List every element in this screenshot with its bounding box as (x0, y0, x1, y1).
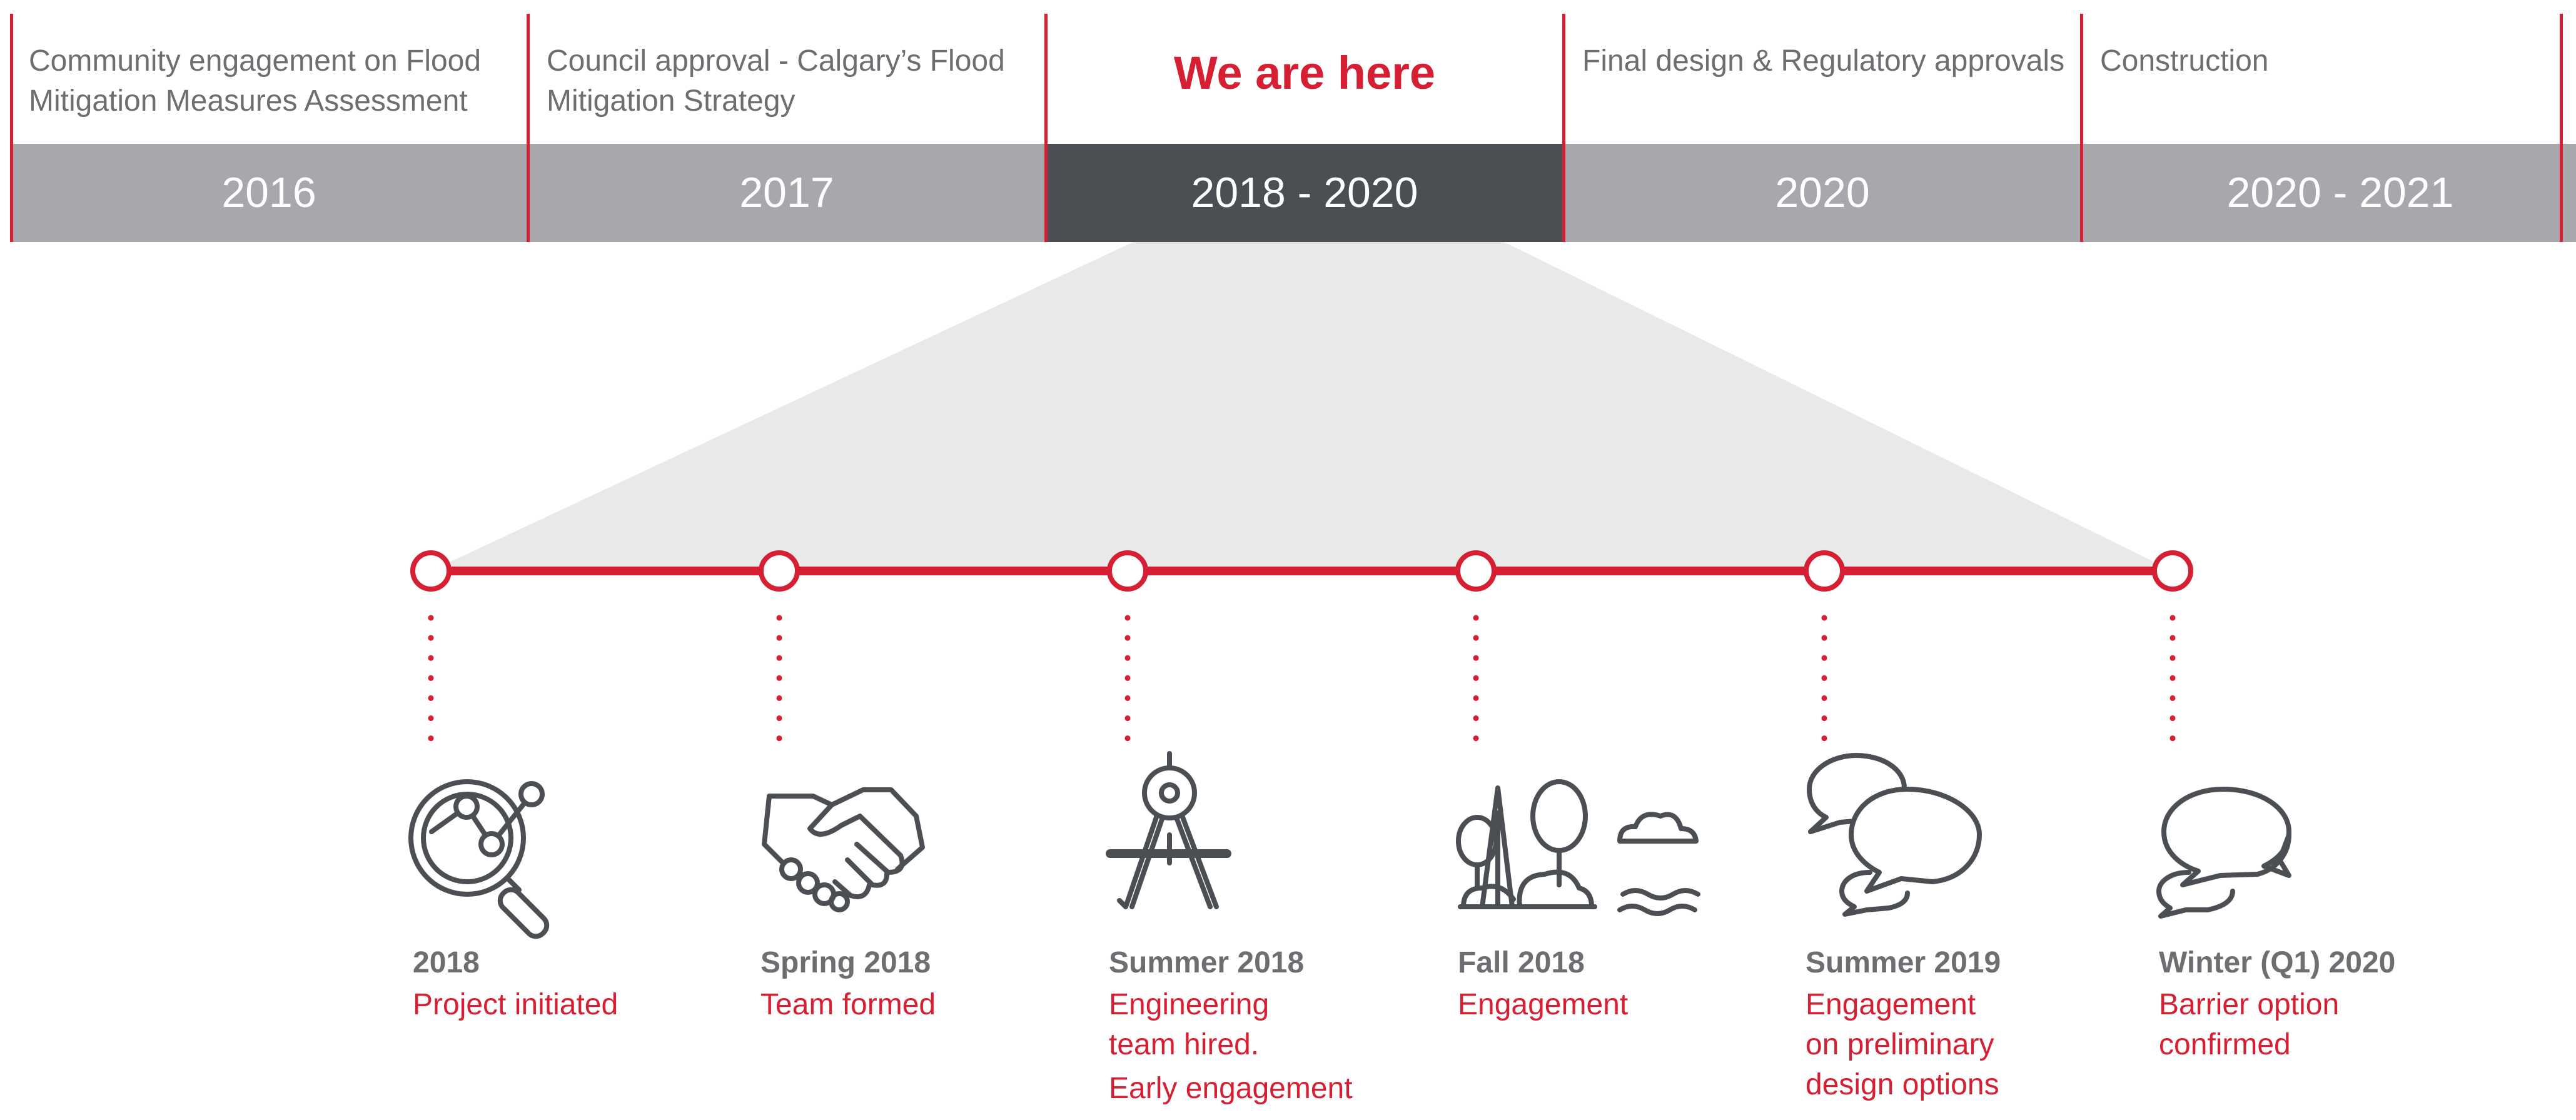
milestone-marker (2152, 550, 2193, 592)
milestone-event: Engagement on preliminary design options (1806, 988, 1999, 1101)
milestone-fall-2018: Fall 2018 Engagement (1458, 941, 1808, 1025)
phase-year: 2017 (528, 144, 1046, 242)
milestone-date: 2018 (413, 946, 480, 979)
two-speech-bubbles-icon (2156, 787, 2291, 919)
phase-description: Community engagement on Flood Mitigation… (29, 44, 482, 118)
phase-divider (1044, 14, 1048, 242)
milestone-event: Barrier option confirmed (2159, 988, 2340, 1061)
phase-description: Council approval - Calgary’s Flood Mitig… (547, 44, 1005, 118)
milestone-date: Summer 2019 (1806, 946, 2001, 979)
milestone-winter-2020: Winter (Q1) 2020 Barrier option confirme… (2159, 941, 2484, 1065)
phase-year: 2020 (1563, 144, 2081, 242)
milestone-marker (410, 550, 452, 592)
we-are-here-label: We are here (1173, 47, 1436, 99)
milestone-markers (410, 550, 2193, 592)
milestone-marker (759, 550, 800, 592)
handshake-icon (762, 787, 925, 912)
milestone-event: Engagement (1458, 988, 1629, 1021)
phase-divider (2560, 14, 2563, 242)
milestone-2018: 2018 Project initiated (413, 941, 763, 1025)
phase-year: 2020 - 2021 (2081, 144, 2576, 242)
milestone-marker (1455, 550, 1497, 592)
phase-construction: Construction 2020 - 2021 (2081, 14, 2576, 242)
milestone-date: Summer 2018 (1109, 946, 1305, 979)
milestone-summer-2018: Summer 2018 Engineering team hired. Earl… (1109, 941, 1378, 1109)
landscape-icon (1456, 779, 1700, 916)
milestone-event: Engineering team hired. (1109, 988, 1270, 1061)
milestone-spring-2018: Spring 2018 Team formed (760, 941, 1111, 1025)
phase-description: Construction (2100, 44, 2269, 78)
milestone-date: Winter (Q1) 2020 (2159, 946, 2396, 979)
phase-description: Final design & Regulatory approvals (1582, 44, 2065, 78)
phase-current: We are here 2018 - 2020 (1046, 14, 1563, 242)
phase-divider (527, 14, 530, 242)
compass-icon (1106, 751, 1231, 909)
milestone-date: Fall 2018 (1458, 946, 1585, 979)
magnifier-chart-icon (408, 779, 550, 939)
dotted-connectors (428, 615, 2176, 747)
phase-bar: Community engagement on Flood Mitigation… (10, 14, 2576, 242)
milestone-marker (1107, 550, 1148, 592)
zoom-wedge (431, 242, 2173, 571)
phase-year: 2016 (10, 144, 528, 242)
phase-divider (1562, 14, 1565, 242)
speech-bubbles-icon (1807, 753, 1982, 917)
phase-year: 2018 - 2020 (1046, 144, 1563, 242)
milestone-summer-2019: Summer 2019 Engagement on preliminary de… (1806, 941, 2043, 1105)
phase-2017: Council approval - Calgary’s Flood Mitig… (528, 14, 1046, 242)
milestone-event: Early engagement (1109, 1072, 1353, 1105)
phase-2016: Community engagement on Flood Mitigation… (10, 14, 528, 242)
milestone-marker (1804, 550, 1845, 592)
phase-divider (10, 14, 13, 242)
milestone-date: Spring 2018 (760, 946, 931, 979)
phase-divider (2080, 14, 2083, 242)
phase-final-design: Final design & Regulatory approvals 2020 (1563, 14, 2081, 242)
milestone-event: Team formed (760, 988, 936, 1021)
milestone-event: Project initiated (413, 988, 619, 1021)
